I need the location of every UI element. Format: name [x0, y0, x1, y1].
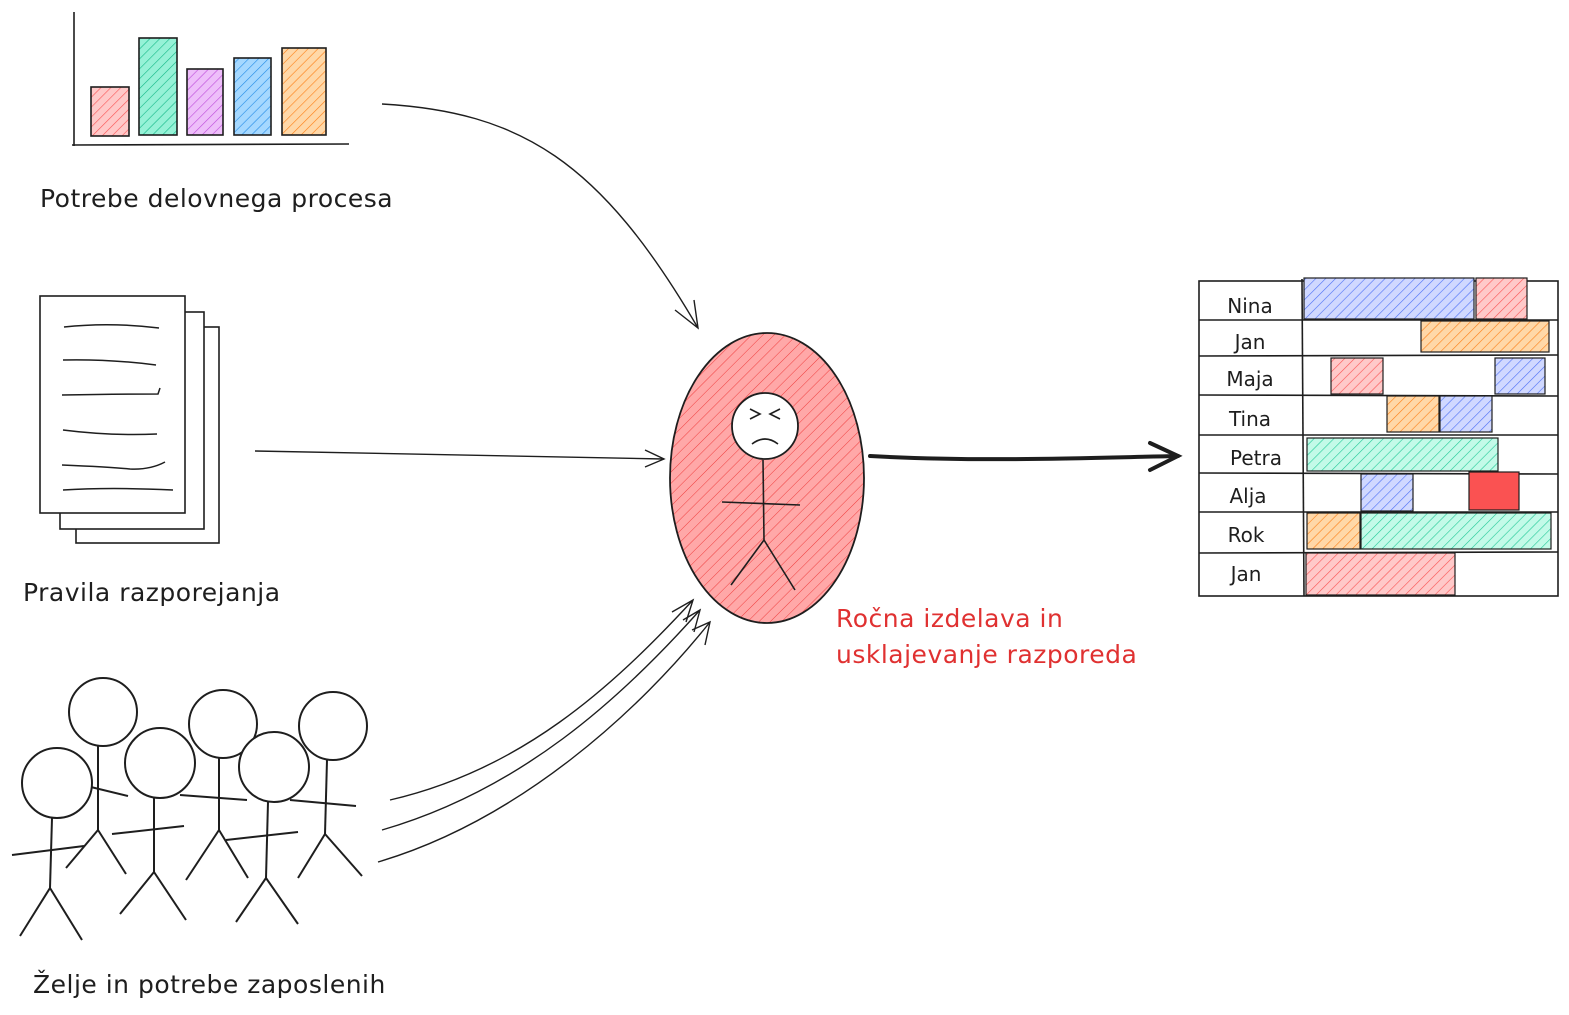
shift-conflict [1468, 471, 1520, 511]
shift-bar [1439, 395, 1493, 433]
shift-bar [1475, 277, 1528, 320]
stressed-person-icon [669, 332, 865, 624]
chart-bar-4 [233, 57, 272, 136]
arrows-employee-wishes [377, 598, 711, 863]
schedule-name-maja: Maja [1226, 367, 1274, 391]
shift-bar [1305, 552, 1456, 596]
arrow-process-needs [381, 103, 699, 330]
shift-bar [1330, 357, 1384, 395]
schedule-name-jan-2: Jan [1230, 562, 1262, 586]
label-employee-wishes: Želje in potrebe zaposlenih [33, 970, 386, 999]
schedule-name-petra: Petra [1230, 446, 1282, 470]
shift-bar [1360, 512, 1552, 550]
schedule-name-alja: Alja [1229, 484, 1267, 508]
chart-bar-1 [90, 86, 130, 137]
chart-bar-5 [281, 47, 327, 136]
center-caption-line1: Ročna izdelava in [836, 604, 1064, 633]
chart-bar-2 [138, 37, 178, 136]
schedule-name-nina: Nina [1227, 294, 1273, 318]
schedule-name-tina: Tina [1228, 407, 1272, 431]
shift-bar [1494, 357, 1546, 395]
shift-bar [1420, 320, 1550, 353]
center-caption-line2: usklajevanje razporeda [836, 640, 1138, 669]
crowd-icon [11, 677, 368, 941]
documents-icon [39, 295, 220, 544]
shift-bar [1386, 395, 1440, 433]
shift-bar [1360, 473, 1414, 512]
arrow-rules [254, 449, 666, 468]
arrow-output [868, 441, 1183, 472]
shift-bar [1303, 277, 1475, 320]
chart-bar-3 [186, 68, 224, 136]
shift-bar [1306, 437, 1499, 472]
label-process-needs: Potrebe delovnega procesa [40, 184, 394, 213]
bar-chart-icon [71, 12, 350, 146]
label-rules: Pravila razporejanja [23, 578, 281, 607]
shift-bar [1306, 512, 1361, 550]
schedule-table-icon [1198, 277, 1559, 597]
schedule-name-rok: Rok [1227, 523, 1265, 547]
schedule-name-jan: Jan [1234, 330, 1266, 354]
